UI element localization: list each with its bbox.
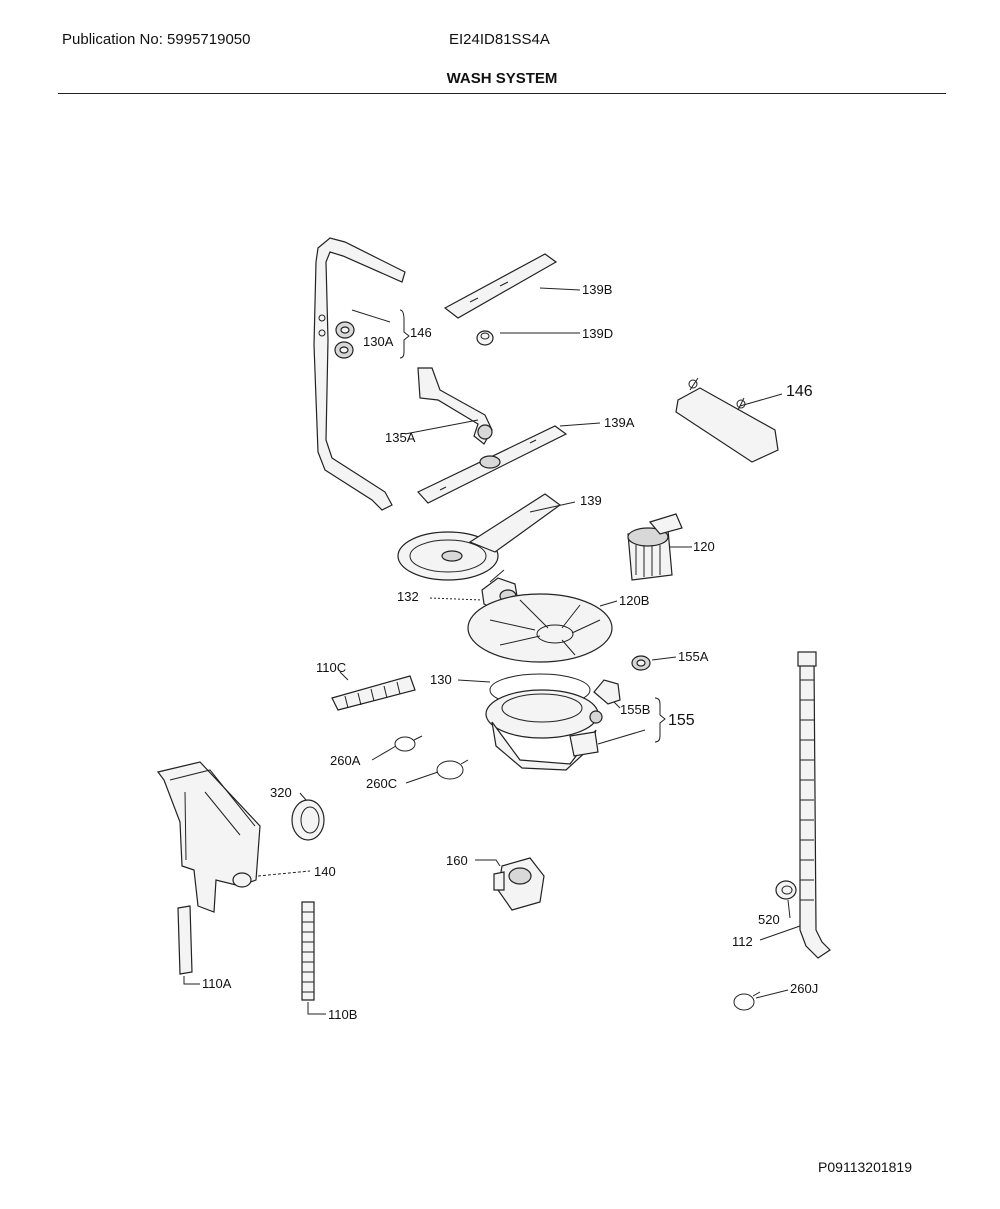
callout-130: 130	[430, 672, 452, 687]
upper-supply-tube	[313, 237, 406, 511]
callout-139A: 139A	[604, 415, 635, 430]
part-139B-upper-spray-arm	[443, 253, 558, 319]
part-135A-arm-support	[417, 367, 493, 445]
callout-160: 160	[446, 853, 468, 868]
callout-120: 120	[693, 539, 715, 554]
header-divider	[58, 93, 946, 94]
part-139D-nut	[476, 330, 494, 346]
callout-130A: 130A	[363, 334, 394, 349]
callout-520: 520	[758, 912, 780, 927]
part-160-pump	[493, 857, 545, 911]
part-320-gasket	[291, 799, 325, 841]
part-110A-hose	[177, 905, 193, 975]
callout-139: 139	[580, 493, 602, 508]
callout-135A: 135A	[385, 430, 416, 445]
part-130A-seals	[334, 321, 355, 359]
part-520-clip	[775, 880, 797, 900]
part-155A-cap	[631, 655, 651, 671]
part-140-housing	[156, 761, 261, 913]
callout-155A: 155A	[678, 649, 709, 664]
part-112-drain-hose	[797, 651, 831, 959]
part-155-sump-assembly	[485, 689, 603, 771]
part-260A-clamp	[394, 735, 423, 752]
callout-110A: 110A	[202, 976, 232, 991]
callout-155: 155	[668, 712, 695, 729]
page-title: WASH SYSTEM	[446, 70, 558, 87]
part-120B-filter-plate	[467, 593, 613, 663]
callout-112: 112	[732, 934, 753, 949]
diagram-code: P09113201819	[818, 1159, 912, 1175]
callout-120B: 120B	[619, 593, 649, 608]
callout-132: 132	[397, 589, 419, 604]
callout-155B: 155B	[620, 702, 650, 717]
part-110C-hose	[331, 675, 416, 711]
publication-number: Publication No: 5995719050	[62, 31, 251, 48]
part-146-bracket	[675, 377, 779, 463]
callout-260J: 260J	[790, 981, 818, 996]
part-120-filter	[627, 513, 683, 581]
part-260C-clamp	[436, 759, 469, 780]
part-110B-hose	[301, 901, 315, 1001]
callout-260C: 260C	[366, 776, 397, 791]
part-155B-flap	[593, 679, 621, 705]
callout-320: 320	[270, 785, 292, 800]
callout-110C: 110C	[316, 660, 346, 675]
part-260J-clamp	[733, 991, 761, 1011]
callout-146-bracket: 146	[786, 383, 813, 400]
callout-146-arm: 146	[410, 325, 432, 340]
part-139-lower-spray-arm	[397, 493, 562, 581]
leader-lines	[183, 287, 801, 1015]
callout-139D: 139D	[582, 326, 613, 341]
model-number: EI24ID81SS4A	[449, 31, 550, 48]
callout-139B: 139B	[582, 282, 612, 297]
callout-140: 140	[314, 864, 336, 879]
callout-110B: 110B	[328, 1007, 357, 1022]
callout-260A: 260A	[330, 753, 361, 768]
part-139A-middle-spray-arm	[417, 425, 568, 504]
